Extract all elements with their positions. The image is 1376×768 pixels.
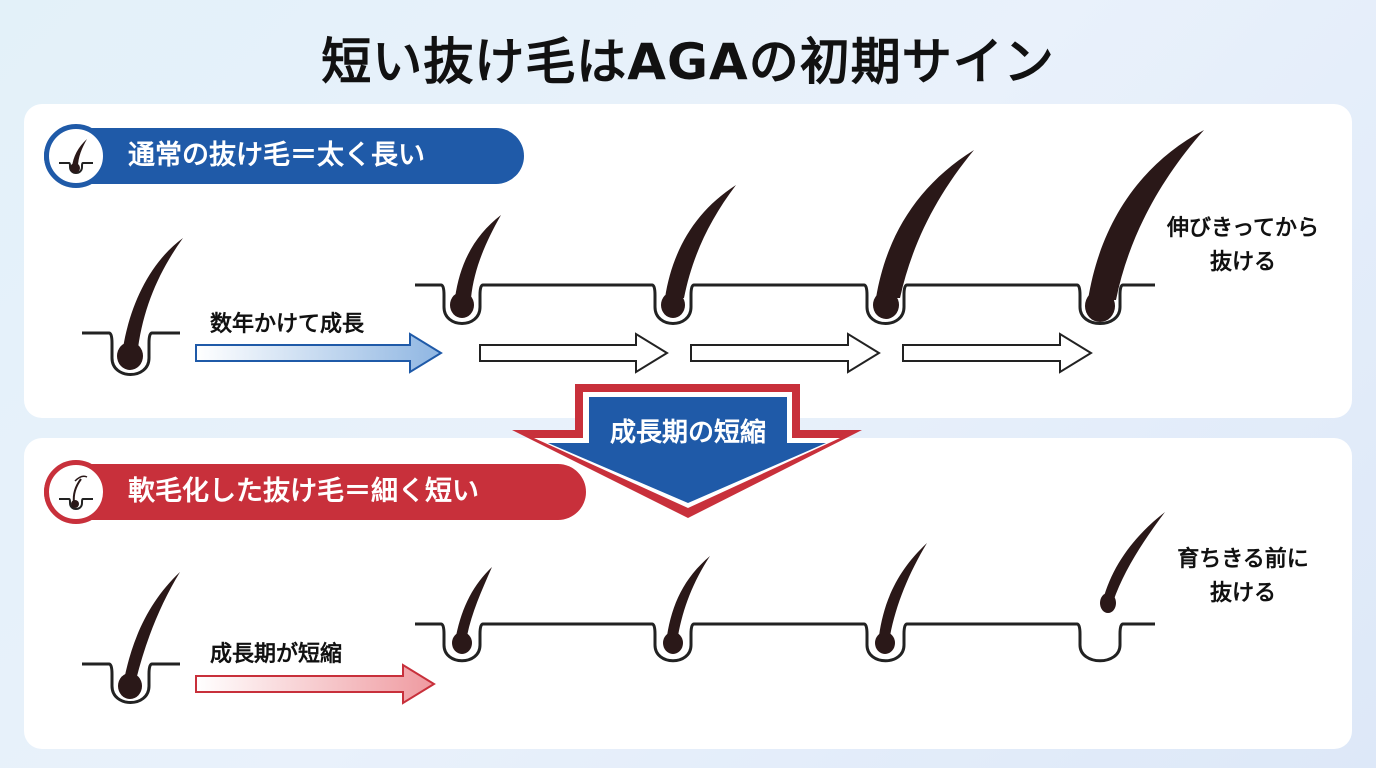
page-title: 短い抜け毛はAGAの初期サイン bbox=[321, 33, 1055, 91]
vellus-hair-shed bbox=[1100, 512, 1165, 613]
normal-heading-pill: 通常の抜け毛＝太く長い bbox=[44, 124, 524, 188]
vellus-hair-stage-3 bbox=[875, 543, 927, 654]
normal-hair-stage-4 bbox=[1085, 130, 1204, 322]
vellus-heading-pill: 軟毛化した抜け毛＝細く短い bbox=[44, 460, 586, 524]
normal-hair-stage-2 bbox=[661, 185, 736, 318]
normal-skin-line bbox=[415, 283, 1155, 325]
vellus-hair-stage-1 bbox=[452, 567, 492, 654]
normal-hair-stage-3 bbox=[873, 150, 974, 319]
normal-arrow-label: 数年かけて成長 bbox=[210, 312, 365, 337]
normal-heading-text: 通常の抜け毛＝太く長い bbox=[128, 140, 425, 171]
normal-hair-stage-0 bbox=[117, 238, 183, 370]
thin-follicle-icon bbox=[44, 460, 108, 524]
normal-end-note: 伸びきってから 抜ける bbox=[1166, 216, 1320, 275]
normal-stage-arrow-3 bbox=[902, 332, 1093, 374]
normal-growth-arrow bbox=[195, 332, 443, 374]
vellus-growth-arrow bbox=[195, 663, 436, 705]
normal-hair-stage-1 bbox=[450, 215, 501, 318]
transition-label: 成長期の短縮 bbox=[609, 418, 766, 448]
vellus-start-follicle bbox=[82, 662, 180, 704]
follicle-icon bbox=[44, 124, 108, 188]
vellus-end-note: 育ちきる前に 抜ける bbox=[1177, 547, 1309, 606]
normal-stage-arrow-1 bbox=[479, 332, 669, 374]
transition-arrow bbox=[512, 384, 862, 518]
vellus-heading-text: 軟毛化した抜け毛＝細く短い bbox=[128, 476, 479, 507]
vellus-hair-stage-2 bbox=[663, 556, 710, 654]
normal-stage-arrow-2 bbox=[690, 332, 881, 374]
vellus-arrow-label: 成長期が短縮 bbox=[210, 642, 343, 667]
vellus-hair-stage-0 bbox=[118, 572, 180, 699]
vellus-skin-line bbox=[415, 622, 1155, 663]
normal-start-follicle bbox=[82, 331, 180, 376]
